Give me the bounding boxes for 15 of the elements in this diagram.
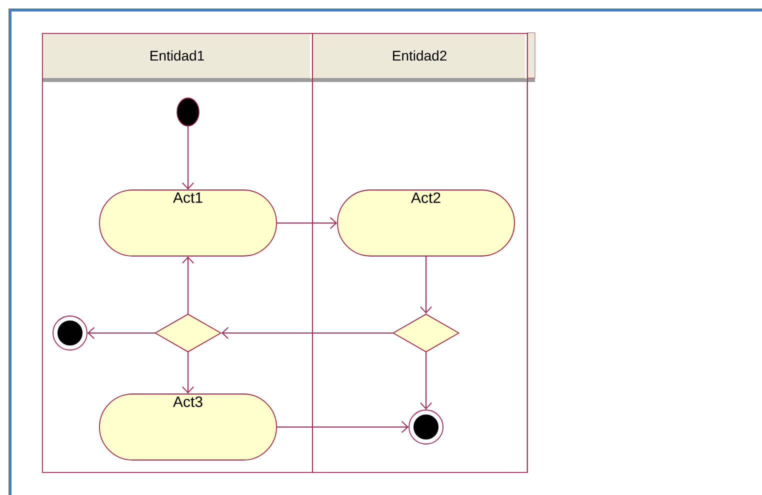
arrow bbox=[182, 352, 194, 394]
arrow bbox=[276, 217, 338, 229]
start-circle bbox=[176, 98, 200, 126]
activity-box: Act3 bbox=[99, 394, 277, 460]
arrow bbox=[420, 256, 432, 314]
final-circle bbox=[52, 316, 88, 350]
activity-box: Act1 bbox=[99, 190, 277, 256]
final-circle bbox=[408, 410, 444, 444]
arrow bbox=[87, 327, 156, 339]
activity-box: Act2 bbox=[337, 190, 515, 256]
arrow bbox=[182, 256, 194, 314]
arrow bbox=[276, 421, 409, 433]
arrow bbox=[221, 327, 394, 339]
arrow bbox=[420, 352, 432, 410]
arrow bbox=[182, 126, 194, 190]
